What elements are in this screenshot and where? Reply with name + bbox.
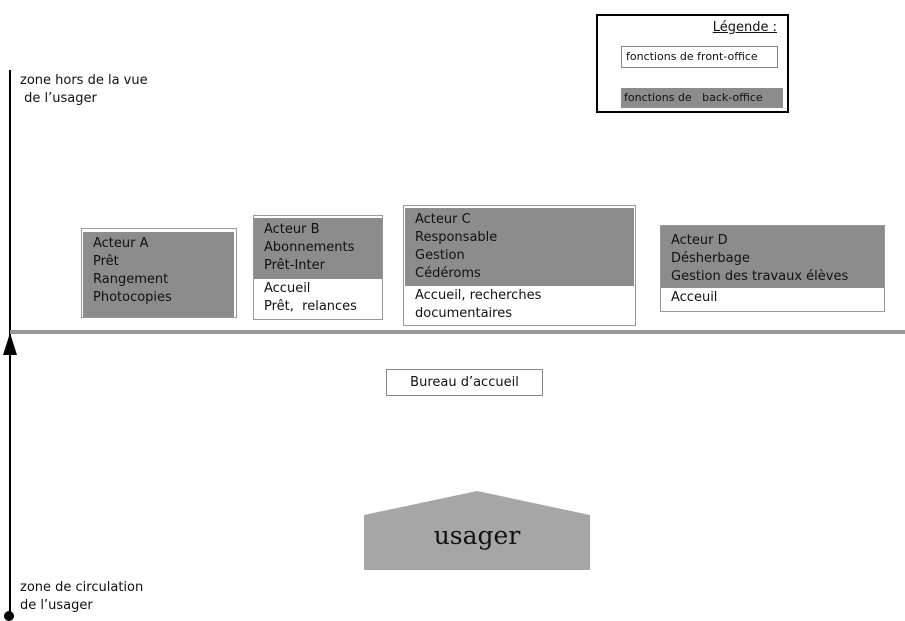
user-label: usager xyxy=(433,521,521,550)
actor-b-back-office: Acteur B Abonnements Prêt-Inter xyxy=(254,218,382,279)
actor-a-back-office: Acteur A Prêt Rangement Photocopies xyxy=(83,232,234,317)
reception-desk-box: Bureau d’accueil xyxy=(386,369,543,396)
zone-separator-line xyxy=(10,330,905,334)
actor-b-front-office: Accueil Prêt, relances xyxy=(264,281,357,314)
actor-c-back-office: Acteur C Responsable Gestion Cédéroms xyxy=(405,208,634,286)
actor-d-front-office: Acceuil xyxy=(671,290,718,305)
axis-origin-dot xyxy=(4,611,14,621)
legend-back-office-swatch: fonctions de back-office xyxy=(621,88,783,108)
actor-a-box: Acteur A Prêt Rangement Photocopies xyxy=(81,228,237,318)
legend-box: Légende : fonctions de front-office fonc… xyxy=(596,14,789,113)
actor-c-front-office: Accueil, recherches documentaires xyxy=(415,288,542,321)
zone-circulation-label: zone de circulation de l’usager xyxy=(20,580,144,613)
axis-arrow-head xyxy=(3,333,17,355)
zone-out-of-view-label: zone hors de la vue de l’usager xyxy=(20,73,148,106)
legend-front-office-swatch: fonctions de front-office xyxy=(621,46,778,68)
user-house-shape xyxy=(364,491,590,570)
actor-c-box: Acteur C Responsable Gestion Cédéroms Ac… xyxy=(403,205,636,326)
legend-title: Légende : xyxy=(712,20,777,35)
actor-b-box: Acteur B Abonnements Prêt-Inter Accueil … xyxy=(253,215,383,320)
actor-d-back-office: Acteur D Désherbage Gestion des travaux … xyxy=(661,226,884,288)
actor-d-box: Acteur D Désherbage Gestion des travaux … xyxy=(660,225,885,312)
